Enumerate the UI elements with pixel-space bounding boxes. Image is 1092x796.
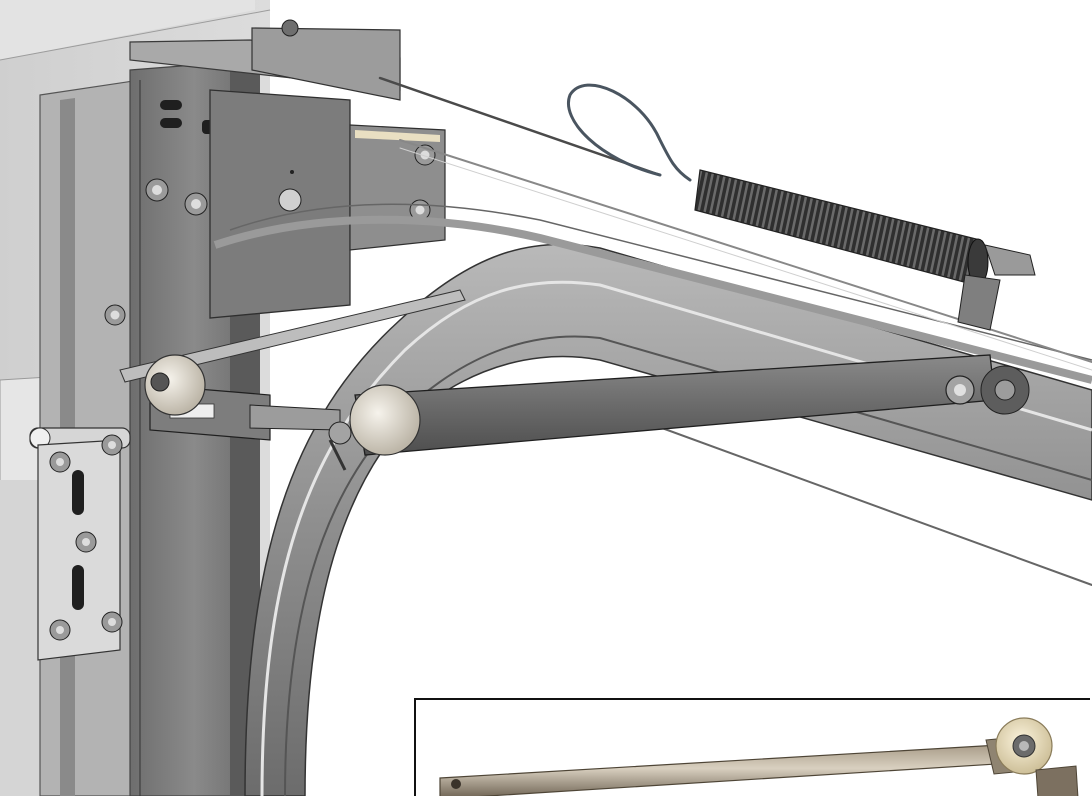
rollers bbox=[144, 354, 1030, 456]
inset-roller-arm bbox=[439, 717, 1079, 796]
inset-photo bbox=[414, 698, 1090, 796]
tension-spring bbox=[694, 169, 1036, 331]
arm-hardware bbox=[328, 375, 975, 471]
pin-plate bbox=[29, 427, 131, 661]
bracket-bolts bbox=[104, 144, 436, 326]
flat-bar bbox=[119, 289, 466, 383]
